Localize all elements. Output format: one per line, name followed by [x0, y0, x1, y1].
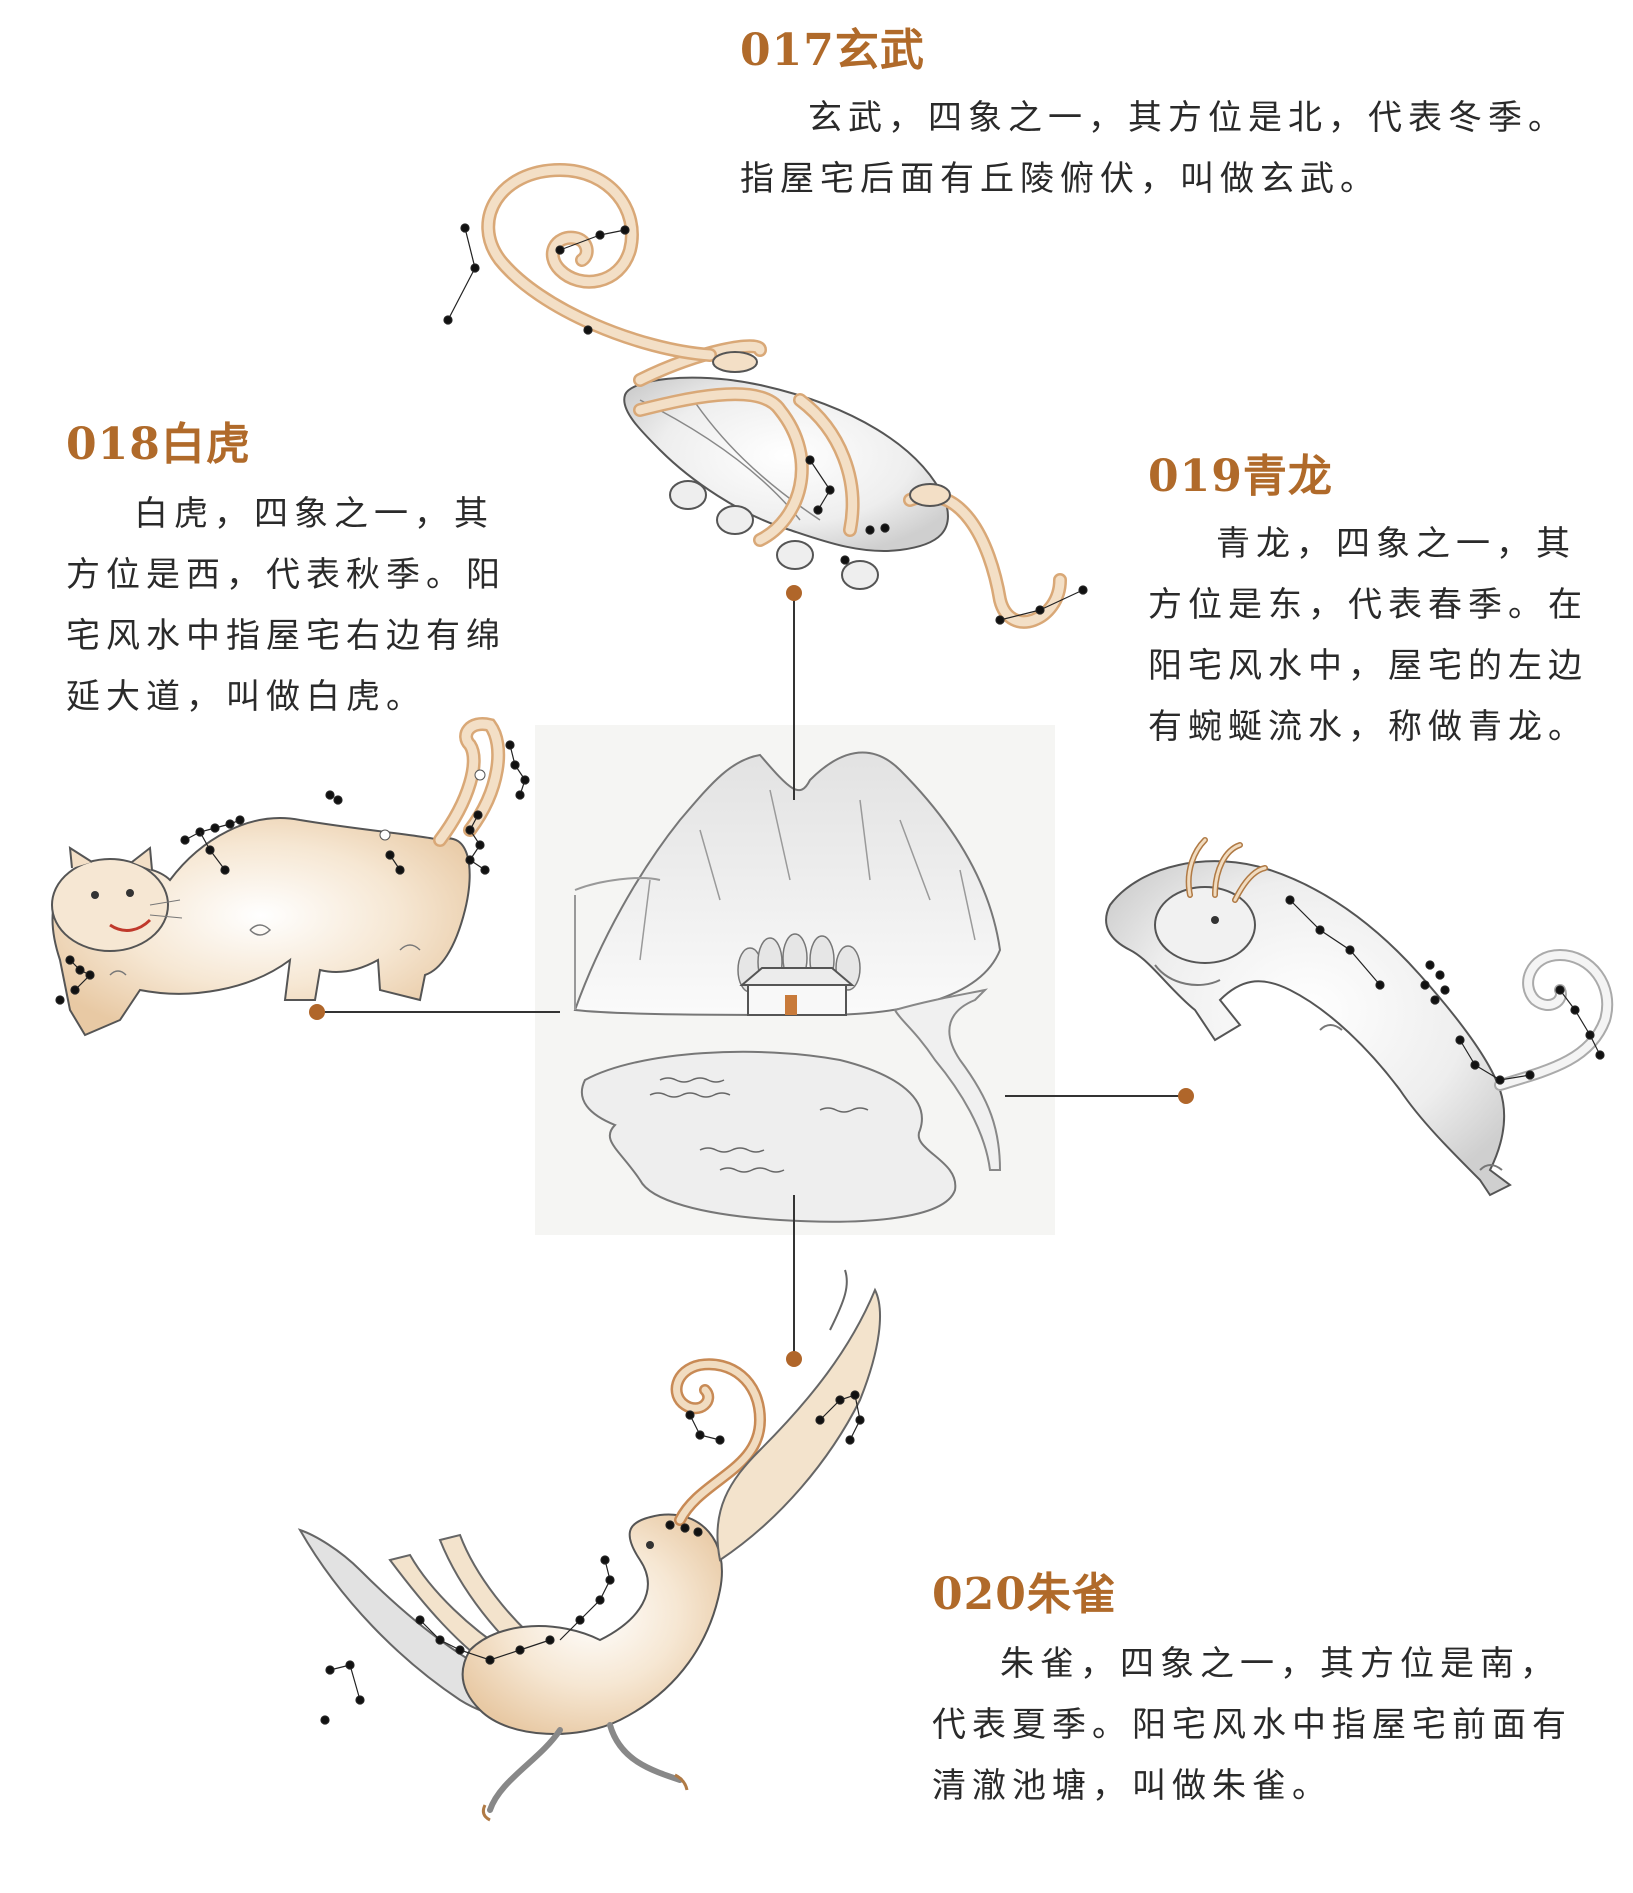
dragon-icon: [1105, 837, 1614, 1197]
tiger-icon: [51, 717, 530, 1037]
baihu-title: 018白虎: [66, 419, 251, 470]
xuanwu-title: 017玄武: [740, 25, 925, 76]
connector-lines: [323, 592, 1186, 1360]
baihu-line-2: 方位是西，代表秋季。阳: [66, 555, 506, 595]
phoenix-icon: [297, 1269, 881, 1822]
xuanwu-line-1: 玄武，四象之一，其方位是北，代表冬季。: [808, 98, 1568, 138]
baihu-line-4: 延大道，叫做白虎。: [66, 677, 426, 717]
qinglong-description: 青龙，四象之一，其 方位是东，代表春季。在 阳宅风水中，屋宅的左边 有蜿蜒流水，…: [1148, 514, 1588, 758]
qinglong-line-1: 青龙，四象之一，其: [1216, 524, 1576, 564]
qinglong-line-2: 方位是东，代表春季。在: [1148, 585, 1588, 625]
landscape-house-icon: [535, 725, 1055, 1235]
qinglong-line-3: 阳宅风水中，屋宅的左边: [1148, 646, 1588, 686]
zhuque-line-3: 清澈池塘，叫做朱雀。: [932, 1766, 1332, 1806]
zhuque-title: 020朱雀: [932, 1569, 1117, 1620]
baihu-description: 白虎，四象之一，其 方位是西，代表秋季。阳 宅风水中指屋宅右边有绵 延大道，叫做…: [66, 484, 506, 728]
zhuque-line-2: 代表夏季。阳宅风水中指屋宅前面有: [932, 1705, 1572, 1745]
zhuque-description: 朱雀，四象之一，其方位是南， 代表夏季。阳宅风水中指屋宅前面有 清澈池塘，叫做朱…: [932, 1634, 1572, 1817]
turtle-snake-icon: [443, 162, 1088, 629]
xuanwu-description: 玄武，四象之一，其方位是北，代表冬季。 指屋宅后面有丘陵俯伏，叫做玄武。: [740, 88, 1568, 210]
connector-dots: [309, 585, 1194, 1367]
qinglong-line-4: 有蜿蜒流水，称做青龙。: [1148, 707, 1588, 747]
zhuque-line-1: 朱雀，四象之一，其方位是南，: [1000, 1644, 1560, 1684]
baihu-line-3: 宅风水中指屋宅右边有绵: [66, 616, 506, 656]
baihu-line-1: 白虎，四象之一，其: [134, 494, 494, 534]
xuanwu-line-2: 指屋宅后面有丘陵俯伏，叫做玄武。: [740, 159, 1380, 199]
qinglong-title: 019青龙: [1148, 451, 1333, 502]
